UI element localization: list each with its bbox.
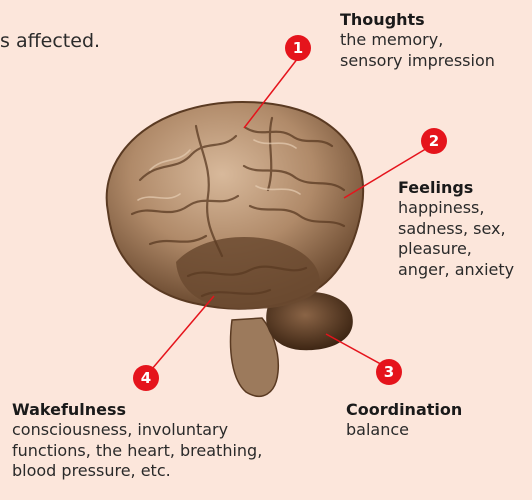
callout-title: Thoughts bbox=[340, 10, 495, 30]
callout-coordination: Coordination balance bbox=[346, 400, 462, 441]
badge-4: 4 bbox=[133, 365, 159, 391]
callout-line: the memory, bbox=[340, 30, 495, 51]
callout-line: happiness, bbox=[398, 198, 514, 219]
callout-line: balance bbox=[346, 420, 462, 441]
badge-1: 1 bbox=[285, 35, 311, 61]
callout-line: pleasure, bbox=[398, 239, 514, 260]
callout-wakefulness: Wakefulness consciousness, involuntary f… bbox=[12, 400, 262, 482]
callout-line: sensory impression bbox=[340, 51, 495, 72]
callout-thoughts: Thoughts the memory, sensory impression bbox=[340, 10, 495, 71]
callout-feelings: Feelings happiness, sadness, sex, pleasu… bbox=[398, 178, 514, 280]
leader-line-4 bbox=[146, 296, 214, 376]
badge-3: 3 bbox=[376, 359, 402, 385]
callout-line: functions, the heart, breathing, bbox=[12, 441, 262, 462]
callout-line: consciousness, involuntary bbox=[12, 420, 262, 441]
callout-title: Feelings bbox=[398, 178, 514, 198]
callout-title: Coordination bbox=[346, 400, 462, 420]
callout-line: sadness, sex, bbox=[398, 219, 514, 240]
callout-line: blood pressure, etc. bbox=[12, 461, 262, 482]
badge-2: 2 bbox=[421, 128, 447, 154]
callout-line: anger, anxiety bbox=[398, 260, 514, 281]
callout-title: Wakefulness bbox=[12, 400, 262, 420]
